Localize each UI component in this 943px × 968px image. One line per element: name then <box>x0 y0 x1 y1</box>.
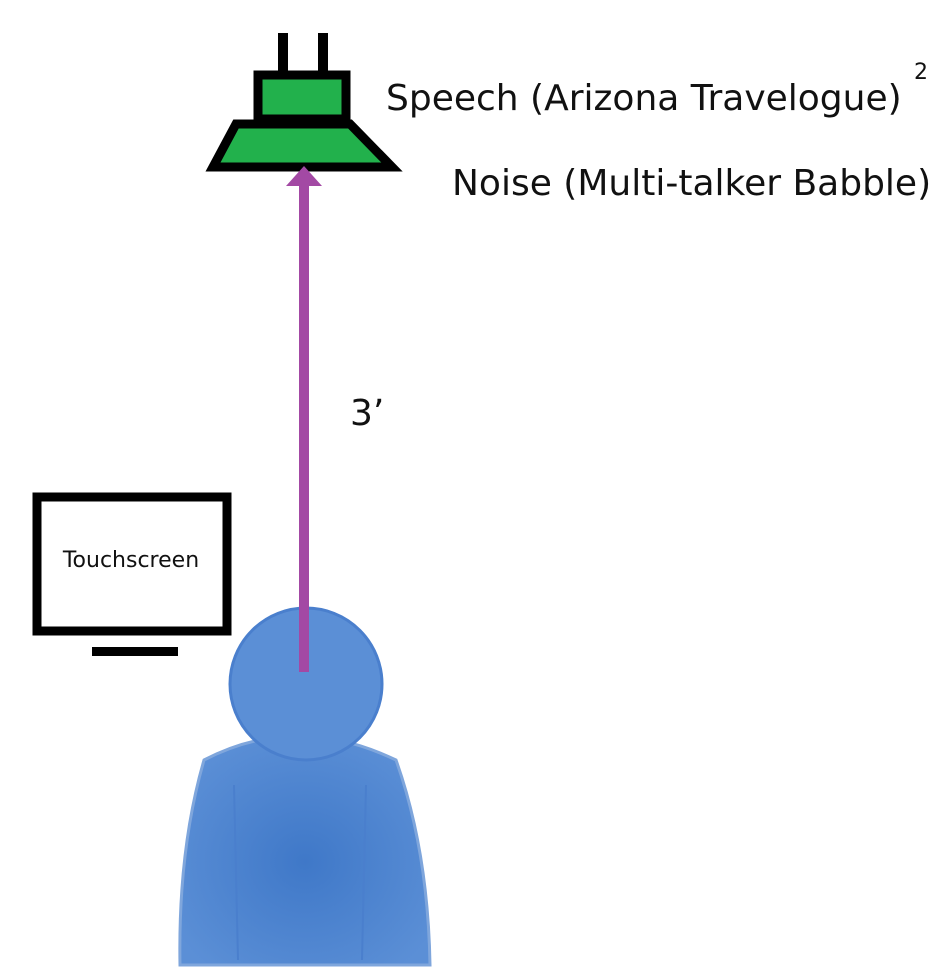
touchscreen-label: Touchscreen <box>62 548 200 573</box>
person-icon <box>178 606 432 967</box>
noise-label: Noise (Multi-talker Babble) <box>452 163 932 204</box>
speech-superscript: 2 <box>914 60 928 85</box>
arm-line-right <box>361 784 367 961</box>
loudspeaker-icon <box>205 33 403 172</box>
arm-line-left <box>233 784 239 961</box>
speech-label: Speech (Arizona Travelogue) <box>386 78 902 119</box>
monitor-icon <box>32 492 232 656</box>
distance-arrow <box>286 166 322 672</box>
distance-label: 3’ <box>350 393 385 434</box>
